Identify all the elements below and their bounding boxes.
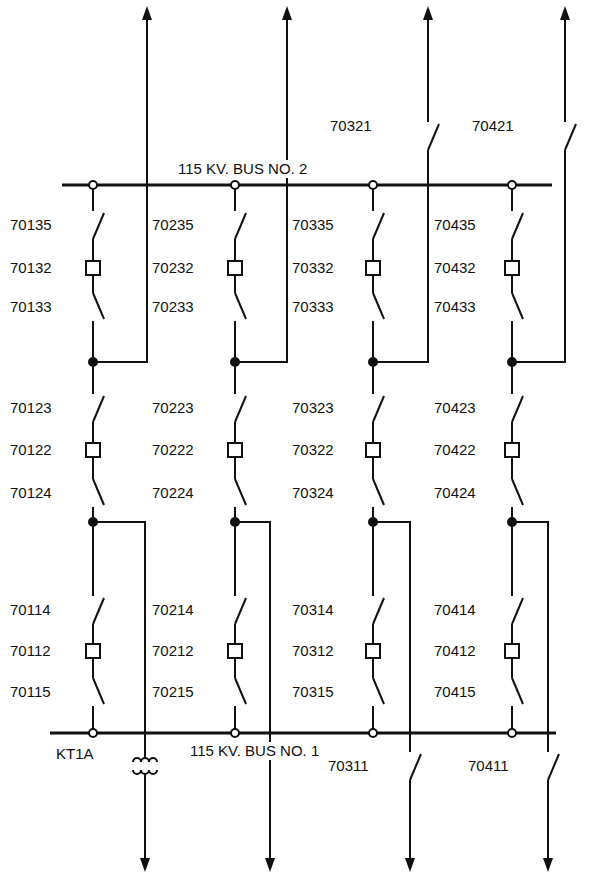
switch-number: 70333 xyxy=(290,298,336,316)
switch-number: 70224 xyxy=(150,484,196,502)
bus-label: 115 KV. BUS NO. 1 xyxy=(188,742,321,760)
switch-number: 70411 xyxy=(466,757,511,775)
switch-number: 70324 xyxy=(290,484,336,502)
switch-number: 70335 xyxy=(290,216,336,234)
bus-bar xyxy=(50,732,556,735)
line-arrows xyxy=(140,6,570,872)
switch-number: 70114 xyxy=(8,601,53,619)
switch-number: 70311 xyxy=(326,757,371,775)
switch-number: 70433 xyxy=(432,298,478,316)
switch-number: 70435 xyxy=(432,216,478,234)
transformer-label: KT1A xyxy=(54,745,96,763)
switch-number: 70432 xyxy=(432,259,478,277)
switch-number: 70314 xyxy=(290,601,336,619)
switch-number: 70235 xyxy=(150,216,196,234)
breaker-bay xyxy=(228,181,246,737)
switch-number: 70122 xyxy=(8,441,54,459)
switch-number: 70421 xyxy=(470,117,516,135)
switch-number: 70415 xyxy=(432,683,478,701)
switch-number: 70223 xyxy=(150,399,196,417)
switch-number: 70312 xyxy=(290,642,336,660)
breaker-bay xyxy=(505,181,523,737)
switch-number: 70424 xyxy=(432,484,478,502)
switch-number: 70412 xyxy=(432,642,478,660)
switch-number: 70321 xyxy=(328,117,374,135)
switch-number: 70123 xyxy=(8,399,54,417)
switch-number: 70323 xyxy=(290,399,336,417)
switch-number: 70135 xyxy=(8,216,54,234)
switch-number: 70214 xyxy=(150,601,196,619)
bus-bar xyxy=(62,184,552,187)
switch-number: 70422 xyxy=(432,441,478,459)
switch-number: 70315 xyxy=(290,683,336,701)
switch-number: 70115 xyxy=(8,683,53,701)
switch-number: 70112 xyxy=(8,642,53,660)
switch-number: 70124 xyxy=(8,484,54,502)
switch-number: 70232 xyxy=(150,259,196,277)
switch-number: 70332 xyxy=(290,259,336,277)
switch-number: 70233 xyxy=(150,298,196,316)
switch-number: 70212 xyxy=(150,642,196,660)
switch-number: 70423 xyxy=(432,399,478,417)
breaker-bay xyxy=(86,181,104,737)
switch-number: 70322 xyxy=(290,441,336,459)
switch-number: 70132 xyxy=(8,259,54,277)
bus-label: 115 KV. BUS NO. 2 xyxy=(176,160,309,178)
switch-number: 70222 xyxy=(150,441,196,459)
switch-number: 70133 xyxy=(8,298,54,316)
breaker-bay xyxy=(366,181,384,737)
switch-number: 70215 xyxy=(150,683,196,701)
feeder-lines xyxy=(93,18,576,862)
switch-number: 70414 xyxy=(432,601,478,619)
